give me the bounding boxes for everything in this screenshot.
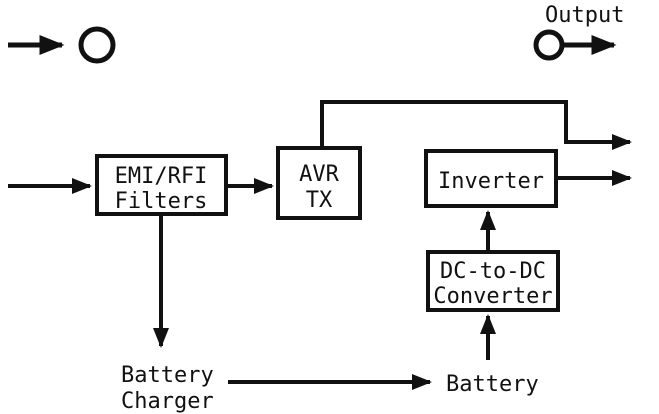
avr-tx-label-line1: AVR [299, 162, 339, 187]
dcdc-converter-label-line2: Converter [433, 284, 552, 309]
output-label: Output [545, 3, 624, 28]
emi-rfi-filters-label-line2: Filters [115, 189, 208, 214]
avr-tx-label-line2: TX [306, 188, 333, 213]
emi-rfi-filters-label-line1: EMI/RFI [115, 164, 208, 189]
avr-tx-box [276, 146, 362, 220]
avr-bypass-route-arrow [320, 100, 632, 150]
output-terminal-circle [533, 29, 565, 61]
inverter-label: Inverter [438, 169, 544, 194]
battery-label: Battery [446, 372, 539, 397]
dcdc-converter-box [426, 250, 560, 312]
input-terminal-circle [78, 26, 116, 64]
battery-charger-label-line2: Charger [121, 389, 214, 414]
dcdc-converter-label-line1: DC-to-DC [440, 259, 546, 284]
battery-charger-label-line1: Battery [121, 363, 214, 388]
